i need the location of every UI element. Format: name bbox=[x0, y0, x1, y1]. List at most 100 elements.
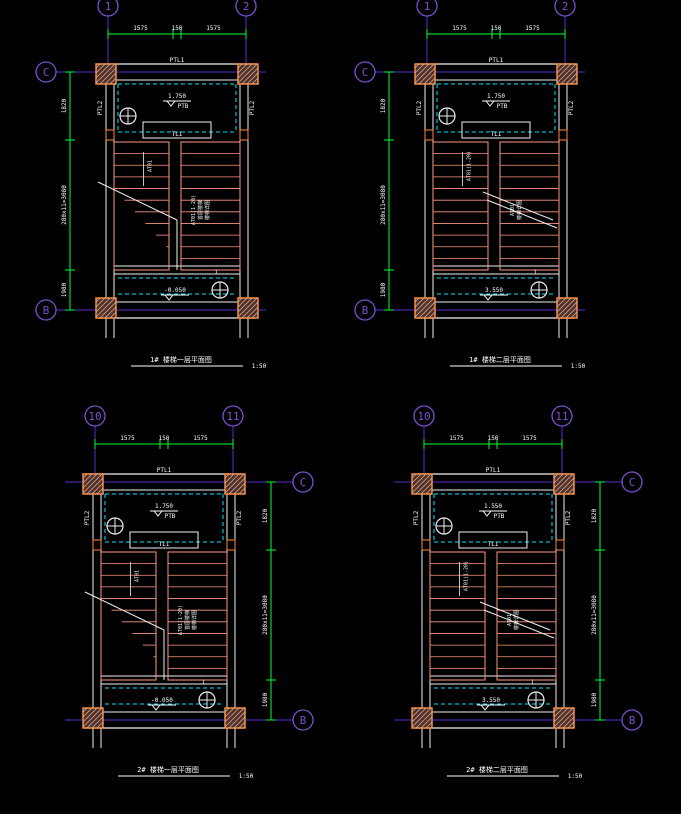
column-stub bbox=[558, 129, 568, 141]
dim-text: 1575 bbox=[133, 25, 148, 32]
column-hatch bbox=[224, 707, 240, 723]
flight-right-label: 楼梯详图 bbox=[513, 610, 520, 630]
axis-right-label: 11 bbox=[555, 410, 568, 423]
column-hatch bbox=[414, 63, 430, 79]
column-hatch bbox=[433, 316, 436, 319]
column-hatch bbox=[411, 707, 432, 728]
column-hatch bbox=[565, 72, 578, 85]
column bbox=[411, 473, 433, 495]
column-hatch bbox=[228, 477, 246, 495]
grid-bubble-icon bbox=[354, 61, 376, 83]
line bbox=[0, 0, 557, 79]
floor-level-label: 3.550 bbox=[485, 287, 503, 294]
column-hatch bbox=[109, 311, 117, 319]
line bbox=[0, 0, 101, 84]
side-left-label: PTL2 bbox=[413, 510, 420, 525]
line bbox=[0, 0, 96, 303]
beam-top-label: PTL1 bbox=[489, 57, 504, 64]
column-hatch bbox=[101, 492, 104, 495]
grid-bubble-icon bbox=[354, 299, 376, 321]
plan-scale: 1:50 bbox=[252, 363, 267, 370]
column-hatch bbox=[251, 77, 259, 85]
column-hatch bbox=[425, 721, 433, 729]
column-hatch bbox=[237, 63, 248, 74]
line bbox=[0, 0, 83, 728]
column-hatch bbox=[99, 301, 117, 319]
line bbox=[0, 0, 559, 728]
dim-text: 1820 bbox=[380, 98, 387, 113]
column bbox=[95, 297, 117, 319]
column-hatch bbox=[109, 77, 117, 85]
plan-title: 1# 楼梯一层平面图 bbox=[150, 355, 212, 364]
line bbox=[0, 0, 554, 489]
flight-right-label: 楼梯详图 bbox=[204, 200, 211, 220]
line bbox=[0, 0, 412, 489]
column-hatch bbox=[224, 707, 245, 728]
line bbox=[0, 0, 98, 728]
column-hatch bbox=[553, 707, 569, 723]
dim-text: 1575 bbox=[525, 25, 540, 32]
column bbox=[82, 707, 104, 729]
line bbox=[0, 0, 88, 728]
column-hatch bbox=[411, 707, 422, 718]
side-right-label: PTL2 bbox=[568, 100, 575, 115]
column-hatch bbox=[82, 707, 103, 728]
side-left-label: PTL2 bbox=[97, 100, 104, 115]
column-hatch bbox=[96, 721, 104, 729]
line bbox=[0, 0, 415, 84]
line bbox=[0, 0, 427, 728]
line bbox=[0, 0, 554, 484]
column-hatch bbox=[114, 82, 117, 85]
plan-title: 2# 楼梯二层平面图 bbox=[466, 765, 528, 774]
beam-top-label: PTL1 bbox=[170, 57, 185, 64]
column-hatch bbox=[237, 63, 253, 79]
side-right-label: PTL2 bbox=[236, 510, 243, 525]
column-hatch bbox=[556, 63, 562, 69]
line bbox=[0, 0, 554, 708]
column-hatch bbox=[104, 72, 117, 85]
line bbox=[0, 0, 83, 708]
tl-box bbox=[129, 531, 199, 549]
tl-label: TL1 bbox=[488, 541, 499, 548]
column-hatch bbox=[556, 63, 577, 84]
line bbox=[0, 0, 253, 84]
dim-text: 150 bbox=[159, 435, 170, 442]
column-hatch bbox=[553, 707, 574, 728]
axis-bottom-label: B bbox=[43, 304, 50, 317]
dim-text: 1980 bbox=[262, 692, 269, 707]
line bbox=[0, 0, 83, 718]
column-hatch bbox=[570, 77, 578, 85]
column-hatch bbox=[91, 716, 104, 729]
break-line bbox=[84, 591, 165, 631]
flight-left-label: AT01(1-20) bbox=[464, 561, 470, 591]
column-hatch bbox=[428, 77, 436, 85]
column-hatch bbox=[557, 711, 575, 729]
axis-left-label: 10 bbox=[88, 410, 101, 423]
break-line bbox=[483, 609, 555, 639]
axis-top-label: C bbox=[300, 476, 307, 489]
line bbox=[0, 0, 420, 84]
column bbox=[224, 707, 246, 729]
break-line bbox=[97, 181, 178, 221]
column bbox=[95, 63, 117, 85]
dim-text: 1980 bbox=[61, 282, 68, 297]
column-hatch bbox=[556, 297, 567, 308]
column bbox=[237, 297, 259, 319]
dim-text: 1575 bbox=[206, 25, 221, 32]
stair-flight-left bbox=[113, 141, 170, 271]
column-hatch bbox=[423, 72, 436, 85]
flight-right-label: 楼梯详图 bbox=[191, 610, 198, 630]
column-hatch bbox=[420, 716, 433, 729]
side-left-label: PTL2 bbox=[416, 100, 423, 115]
column-hatch bbox=[95, 297, 106, 308]
line bbox=[0, 0, 572, 84]
line bbox=[0, 0, 412, 474]
column-hatch bbox=[251, 311, 259, 319]
column-hatch bbox=[556, 297, 562, 303]
column-stub bbox=[555, 539, 565, 551]
column-hatch bbox=[562, 482, 575, 495]
column-hatch bbox=[414, 297, 425, 308]
beam-top-label: PTL1 bbox=[157, 467, 172, 474]
